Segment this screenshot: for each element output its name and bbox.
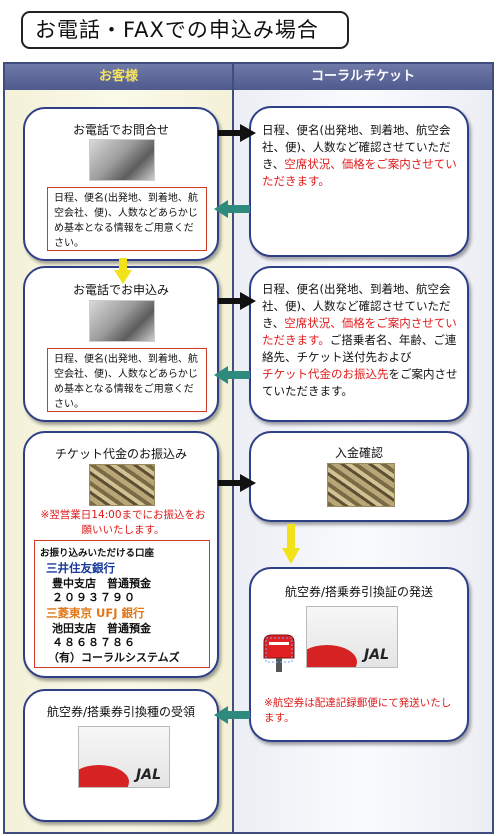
arrow-left-icon (214, 706, 250, 724)
payment-label: チケット代金のお振込み (54, 447, 187, 461)
ship-note: ※航空券は配達記録郵便にて発送いたします。 (264, 697, 452, 724)
ticket-airline-logo: JAL (136, 767, 161, 783)
payment-deadline-note: ※翌営業日14:00までにお振込をお願いいたします。 (40, 509, 206, 536)
confirm-step-1 (249, 106, 469, 257)
arrow-left-icon (214, 200, 250, 218)
bank2-branch: 池田支店 普通預金 (52, 622, 151, 635)
confirm-2-highlight-2: チケット代金のお振込先 (262, 367, 389, 381)
deposit-label: 入金確認 (334, 446, 383, 460)
bank2-name: 三菱東京 UFJ 銀行 (46, 606, 145, 620)
arrow-right-icon (218, 474, 256, 492)
confirm-2-text-3: をご案内させていただきます。 (262, 367, 458, 398)
phone-man-photo (89, 139, 155, 181)
page-title: お電話・FAXでの申込み場合 (21, 11, 349, 49)
customer-header: お客様 (5, 64, 232, 90)
confirm-1-highlight: 空席状況、価格をご案内させていただきます。 (262, 157, 457, 188)
ticket-red-logo (307, 645, 357, 667)
bank-account-box (34, 540, 210, 668)
ticket-photo: JAL (78, 726, 170, 788)
ticket-photo: JAL (306, 606, 398, 668)
confirm-2-text: 日程、便名(出発地、到着地、航空会社、便)、人数など確認させていただき、空席状況… (262, 281, 462, 400)
apply-label: お電話でお申込み (72, 283, 169, 297)
confirm-1-text: 日程、便名(出発地、到着地、航空会社、便)、人数など確認させていただき、空席状況… (262, 122, 462, 190)
confirm-step-2 (249, 266, 469, 422)
ship-label: 航空券/搭乗券引換証の発送 (284, 585, 434, 599)
inquiry-label: お電話でお問合せ (72, 123, 169, 137)
company-header: コーラルチケット (234, 64, 492, 90)
money-photo (89, 464, 155, 506)
mailbox-icon (263, 634, 295, 672)
bank1-number: ２０９３７９０ (52, 591, 136, 604)
arrow-down-icon (282, 524, 300, 564)
ticket-airline-logo: JAL (364, 647, 389, 663)
money-photo (327, 463, 395, 507)
confirm-2-highlight: 空席状況、価格をご案内させていただきます。 (262, 316, 457, 347)
inquiry-note: 日程、便名(出発地、到着地、航空会社、便)、人数などあらかじめ基本となる情報をご… (47, 187, 207, 251)
confirm-2-text-2: ご搭乗者名、年齢、ご連絡先、チケット送付先および (262, 333, 457, 364)
column-divider (232, 64, 234, 832)
account-holder: （有）コーラルシステムズ (48, 651, 180, 664)
bank2-number: ４８６８７８６ (52, 636, 136, 649)
receive-label: 航空券/搭乗券引換種の受領 (46, 705, 196, 719)
arrow-left-icon (214, 366, 250, 384)
arrow-right-icon (218, 292, 256, 310)
apply-note: 日程、便名(出発地、到着地、航空会社、便)、人数などあらかじめ基本となる情報をご… (47, 348, 207, 412)
bank-box-title: お振り込みいただける口座 (40, 548, 155, 559)
bank1-name: 三井住友銀行 (46, 561, 115, 575)
arrow-right-icon (218, 124, 256, 142)
arrow-down-icon (114, 258, 132, 284)
bank1-branch: 豊中支店 普通預金 (52, 577, 151, 590)
phone-man-photo (89, 300, 155, 342)
ticket-red-logo (79, 765, 129, 787)
confirm-1-main: 日程、便名(出発地、到着地、航空会社、便)、人数など確認させていただき、 (262, 123, 451, 171)
confirm-2-main: 日程、便名(出発地、到着地、航空会社、便)、人数など確認させていただき、 (262, 282, 451, 330)
